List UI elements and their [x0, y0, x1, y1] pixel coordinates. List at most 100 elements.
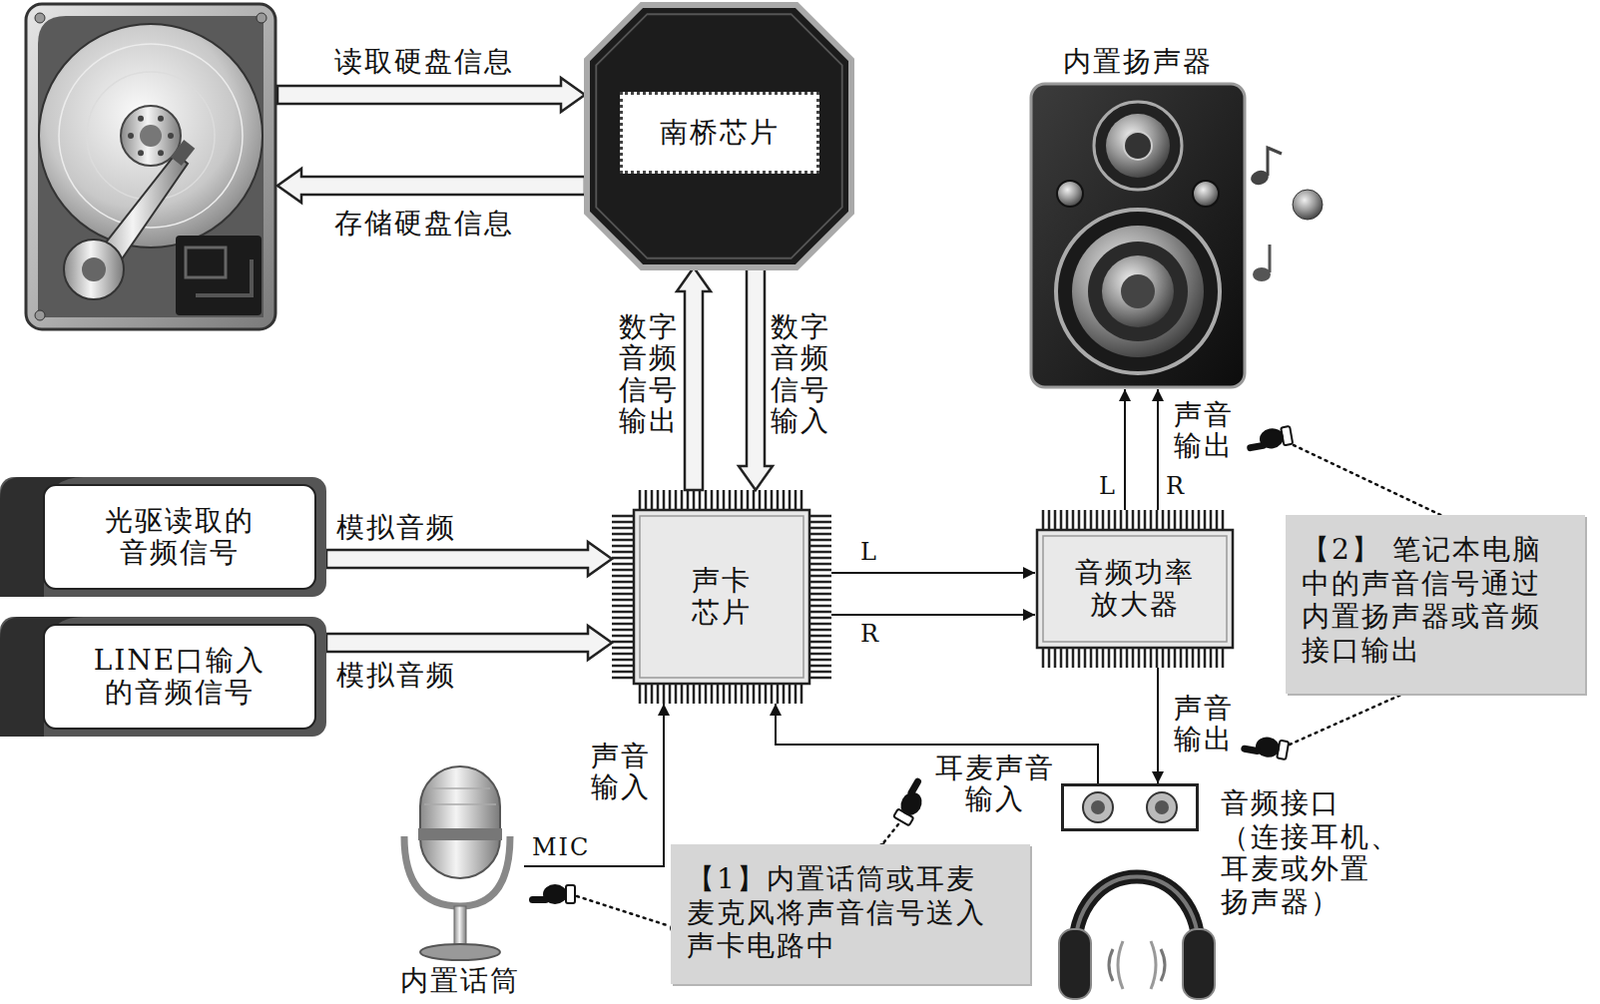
- sound-card-chip-shape-part: [611, 658, 634, 662]
- audio-jack-shape-part: [1154, 800, 1169, 815]
- hard-disk-part: [137, 115, 144, 122]
- headphones-part: [1160, 949, 1165, 982]
- sound-card-chip-shape-part: [809, 616, 832, 620]
- callout-leaders-part: [576, 896, 670, 927]
- audio-power-amplifier-shape-part: [1131, 510, 1135, 531]
- south-bridge-chip-shape-part: [586, 4, 852, 268]
- sound-card-chip-shape-part: [611, 574, 634, 578]
- audio-power-amplifier-shape-part: [1149, 510, 1153, 531]
- line-in-source: LINE口输入 的音频信号: [0, 616, 327, 737]
- hard-disk-part: [139, 124, 162, 147]
- sound-card-chip-shape-part: [809, 676, 832, 680]
- sound-card-chip-shape-part: [611, 610, 634, 614]
- sound-card-chip-shape-part: [722, 683, 726, 704]
- audio-power-amplifier-shape-part: [1077, 510, 1081, 531]
- sound-card-chip-shape-part: [800, 683, 804, 704]
- sound-card-chip-shape-part: [809, 646, 832, 650]
- sound-card-chip-shape-part: [668, 490, 672, 511]
- sound-card-chip-shape-part: [686, 683, 690, 704]
- sound-card-chip-shape-part: [611, 586, 634, 590]
- sound-card-chip-shape-part: [674, 683, 678, 704]
- sound-card-chip-shape-part: [680, 490, 684, 511]
- sound-card-chip-shape-part: [722, 490, 726, 511]
- audio-power-amplifier-shape-part: [1042, 510, 1046, 531]
- sound-card-chip-shape-part: [611, 664, 634, 668]
- sound-card-chip-shape-part: [809, 556, 832, 560]
- signal-wire: [831, 613, 1036, 616]
- audio-power-amplifier-shape-part: [1113, 647, 1117, 668]
- node-label: 音频功率 放大器: [1072, 556, 1197, 621]
- connector-label: R: [860, 620, 891, 648]
- audio-power-amplifier-shape-part: [1089, 510, 1093, 531]
- headphones-part: [1150, 941, 1156, 990]
- sound-card-chip-shape-part: [746, 490, 750, 511]
- sound-card-chip-shape-part: [809, 640, 832, 644]
- sound-card-chip-shape-part: [746, 683, 750, 704]
- audio-power-amplifier-shape-part: [1167, 647, 1171, 668]
- sound-card-chip-shape-part: [794, 683, 798, 704]
- audio-jack-shape: [1061, 783, 1199, 832]
- audio-power-amplifier-shape-part: [1173, 647, 1177, 668]
- built-in-microphone-shape-part: [424, 803, 497, 806]
- sound-card-chip-shape-part: [728, 490, 732, 511]
- audio-power-amplifier-shape-part: [1083, 510, 1087, 531]
- built-in-microphone-shape-part: [454, 906, 467, 947]
- headphones-part: [1059, 929, 1091, 1000]
- signal-label: 读取硬盘信息: [334, 45, 519, 77]
- node-label: 光驱读取的 音频信号: [102, 505, 257, 569]
- pointing-hands-part: [892, 776, 933, 827]
- sound-card-chip-shape-part: [611, 533, 634, 536]
- built-in-microphone-shape: [396, 766, 525, 963]
- built-in-speaker-shape-part: [1123, 131, 1152, 160]
- headphones-part: [1074, 877, 1199, 961]
- sound-card-chip-shape-part: [782, 683, 786, 704]
- audio-power-amplifier-shape-part: [1048, 647, 1052, 668]
- sound-card-chip-shape-part: [650, 490, 654, 511]
- sound-card-chip-shape-part: [782, 490, 786, 511]
- sound-card-chip-shape-part: [710, 490, 714, 511]
- south-bridge-chip: 南桥芯片: [586, 4, 852, 268]
- hard-disk-part: [157, 149, 164, 156]
- audio-power-amplifier-shape-part: [1101, 510, 1105, 531]
- sound-card-chip-shape-part: [716, 683, 720, 704]
- hard-disk-part: [34, 12, 45, 23]
- headphones-part: [1074, 877, 1199, 961]
- connector-label: 声音 输出: [1173, 692, 1238, 756]
- south-bridge-chip-text-area: 南桥芯片: [619, 91, 820, 174]
- sound-card-chip-shape-part: [611, 562, 634, 566]
- sound-card-chip-shape-part: [809, 568, 832, 572]
- sound-card-chip-shape-part: [809, 538, 832, 542]
- audio-power-amplifier-shape-part: [1125, 647, 1129, 668]
- sound-card-chip-shape-part: [611, 646, 634, 650]
- sound-card-chip-shape-part: [704, 683, 708, 704]
- signal-arrow: [676, 267, 711, 491]
- audio-power-amplifier-shape-part: [1179, 510, 1183, 531]
- sound-card-chip-shape-part: [809, 622, 832, 626]
- cd-audio-source-shape-part: [43, 485, 316, 589]
- sound-card-chip-shape-part: [809, 670, 832, 674]
- built-in-microphone-shape-part: [418, 828, 503, 841]
- sound-card-chip-shape-part: [770, 490, 774, 511]
- line-in-source-shape-part: [0, 616, 327, 737]
- sound-card-chip-shape-part: [639, 516, 804, 678]
- audio-power-amplifier-shape-part: [1083, 647, 1087, 668]
- sound-card-chip-shape-part: [611, 616, 634, 620]
- node-label: （连接耳机、 耳麦或外置 扬声器）: [1220, 821, 1405, 919]
- audio-power-amplifier-shape-part: [1185, 647, 1189, 668]
- hard-disk-part: [81, 257, 106, 282]
- sound-card-chip-shape-part: [611, 592, 634, 596]
- sound-card-chip-shape-part: [770, 683, 774, 704]
- sound-card-chip-shape-part: [809, 574, 832, 578]
- pointing-hands-part: [1240, 732, 1290, 761]
- sound-card-chip-shape-part: [809, 550, 832, 554]
- sound-card-chip-shape-part: [638, 490, 642, 511]
- sound-card-chip-shape-part: [809, 658, 832, 662]
- node-label: 内置扬声器: [1061, 45, 1215, 78]
- audio-power-amplifier-shape-part: [1119, 510, 1123, 531]
- sound-card-chip-shape-part: [611, 515, 634, 519]
- hard-disk-part: [63, 239, 124, 300]
- built-in-microphone-shape-part: [420, 944, 501, 961]
- pointing-hands: [529, 425, 1293, 905]
- sound-card-chip-shape-part: [788, 683, 792, 704]
- signal-arrow: [326, 541, 612, 576]
